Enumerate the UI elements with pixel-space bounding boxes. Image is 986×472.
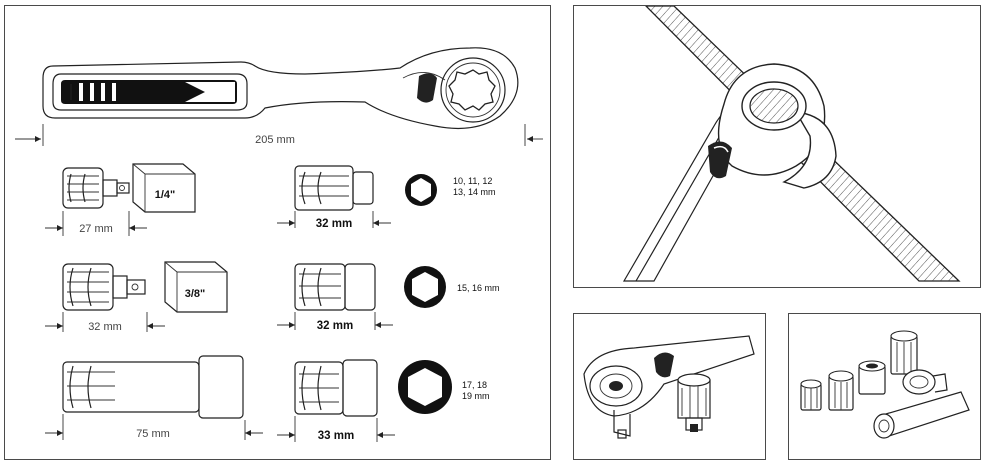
- adapter-threeeighths-icon: [62, 263, 146, 311]
- socket-small-sizes-2: 13, 14 mm: [453, 187, 496, 197]
- extension-item: [873, 391, 970, 439]
- adapter-quarter-icon: [62, 167, 130, 209]
- socket-item-1: [800, 379, 822, 411]
- socket-item-5: [902, 369, 948, 395]
- adapter-drive-quarter: 1/4": [155, 189, 176, 201]
- socket-large-length: 33 mm: [318, 430, 354, 442]
- extension-length: 75 mm: [136, 428, 170, 440]
- hex-socket-large-icon: [398, 360, 452, 414]
- socket-item-3: [858, 360, 886, 395]
- socket-medium-icon: 32 mm: [277, 263, 393, 332]
- socket-small-icon: 32 mm: [277, 165, 391, 230]
- square-drive-threeeighths-icon: 3/8": [164, 261, 228, 313]
- socket-set-illustration: [800, 330, 970, 439]
- adapter-quarter-dimension: 27 mm: [45, 211, 147, 236]
- square-drive-quarter-icon: 1/4": [132, 163, 196, 213]
- ratchet-with-adapter-illustration: [583, 335, 755, 439]
- ratchet-adapter-panel: [573, 313, 766, 460]
- socket-item-2: [828, 370, 854, 411]
- adapter-threeeighths-length: 32 mm: [88, 321, 122, 333]
- ratchet-wrench-icon: [42, 47, 519, 130]
- hex-socket-small-icon: [405, 174, 437, 206]
- wrench-on-pipe-panel: [573, 5, 981, 288]
- spec-drawing: 205 mm 1/4" 27 mm 32 mm: [15, 47, 543, 442]
- socket-medium-length: 32 mm: [317, 320, 353, 332]
- adapter-quarter-length: 27 mm: [79, 223, 113, 235]
- socket-small-sizes-1: 10, 11, 12: [453, 176, 492, 186]
- socket-large-icon: 33 mm: [277, 359, 395, 442]
- socket-medium-sizes-1: 15, 16 mm: [457, 283, 500, 293]
- wrench-length-dimension: 205 mm: [15, 124, 543, 146]
- socket-small-length: 32 mm: [316, 218, 352, 230]
- extension-bar-icon: 75 mm: [45, 355, 263, 440]
- spec-panel: 205 mm 1/4" 27 mm 32 mm: [4, 5, 551, 460]
- socket-large-sizes-2: 19 mm: [462, 391, 490, 401]
- adapter-threeeighths-dimension: 32 mm: [45, 312, 165, 333]
- wrench-on-pipe-illustration: [622, 6, 961, 282]
- hex-socket-medium-icon: [404, 266, 446, 308]
- socket-set-panel: [788, 313, 981, 460]
- socket-large-sizes-1: 17, 18: [462, 380, 487, 390]
- socket-item-4: [890, 330, 918, 375]
- wrench-length-label: 205 mm: [255, 134, 295, 146]
- adapter-drive-threeeighths: 3/8": [185, 288, 206, 300]
